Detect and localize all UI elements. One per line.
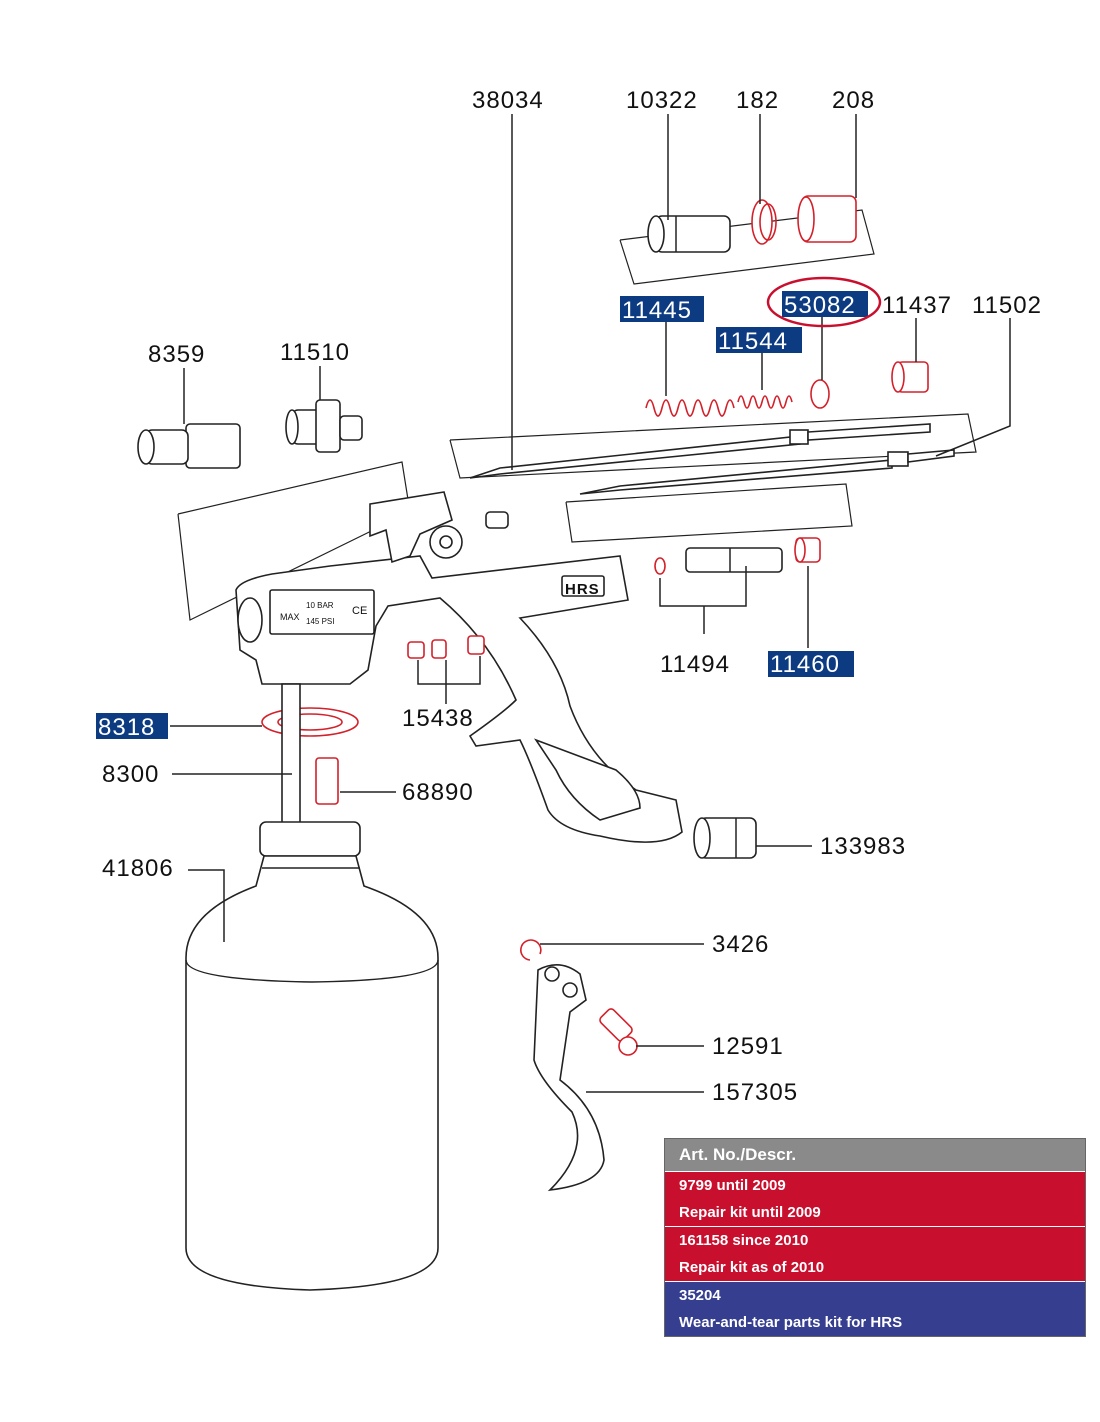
part-11494-set bbox=[654, 547, 783, 575]
label-11494: 11494 bbox=[660, 651, 730, 678]
circle-mark-53082 bbox=[766, 276, 882, 328]
part-12591-pin bbox=[599, 1008, 638, 1056]
label-11544: 11544 bbox=[718, 328, 788, 355]
part-11445-spring bbox=[645, 399, 735, 417]
label-182: 182 bbox=[736, 87, 779, 114]
kit-table: Art. No./Descr. 9799 until 2009 Repair k… bbox=[664, 1138, 1086, 1337]
kit-table-header: Art. No./Descr. bbox=[665, 1139, 1085, 1171]
kit-row-35204: 35204 Wear-and-tear parts kit for HRS bbox=[665, 1281, 1085, 1336]
hrs-badge bbox=[561, 575, 605, 597]
part-8318-seal bbox=[261, 707, 359, 737]
label-3426: 3426 bbox=[712, 931, 769, 958]
label-133983: 133983 bbox=[820, 833, 906, 860]
psi-mark: 145 PSI bbox=[306, 617, 334, 626]
part-68890-filter bbox=[315, 757, 339, 805]
bar-mark: 10 BAR bbox=[306, 601, 334, 610]
ce-mark: CE bbox=[352, 605, 367, 617]
part-10322 bbox=[647, 215, 731, 253]
label-157305: 157305 bbox=[712, 1079, 798, 1106]
highlight-11544 bbox=[716, 327, 802, 353]
kit-row-9799: 9799 until 2009 Repair kit until 2009 bbox=[665, 1171, 1085, 1226]
label-8300: 8300 bbox=[102, 761, 159, 788]
label-41806: 41806 bbox=[102, 855, 174, 882]
label-10322: 10322 bbox=[626, 87, 698, 114]
highlight-11460 bbox=[768, 651, 854, 677]
part-11544-spring bbox=[737, 395, 793, 409]
highlight-11445 bbox=[620, 296, 704, 322]
part-38034-needle bbox=[469, 423, 931, 479]
highlight-8318 bbox=[96, 713, 168, 739]
label-15438: 15438 bbox=[402, 705, 474, 732]
label-11437: 11437 bbox=[882, 292, 952, 319]
part-208-sleeve bbox=[797, 195, 857, 243]
label-12591: 12591 bbox=[712, 1033, 784, 1060]
part-8359-fitting bbox=[137, 423, 241, 469]
label-53082: 53082 bbox=[784, 292, 856, 319]
kit-row-number: 35204 bbox=[679, 1287, 721, 1304]
part-8300-tube bbox=[281, 683, 301, 839]
label-8359: 8359 bbox=[148, 341, 205, 368]
part-133983-nipple bbox=[693, 817, 757, 859]
gun-body bbox=[235, 491, 683, 843]
part-11510-fitting bbox=[285, 399, 363, 453]
brand-mark: HRS bbox=[565, 581, 600, 598]
part-182-ring bbox=[751, 199, 777, 245]
label-11502: 11502 bbox=[972, 292, 1042, 319]
part-53082-oring bbox=[810, 379, 830, 409]
kit-row-161158: 161158 since 2010 Repair kit as of 2010 bbox=[665, 1226, 1085, 1281]
label-68890: 68890 bbox=[402, 779, 474, 806]
kit-row-desc: Repair kit until 2009 bbox=[679, 1204, 821, 1221]
part-41806-cup bbox=[185, 821, 439, 1291]
pressure-plate bbox=[269, 589, 375, 635]
label-11445: 11445 bbox=[622, 297, 692, 324]
label-208: 208 bbox=[832, 87, 875, 114]
kit-row-number: 161158 since 2010 bbox=[679, 1232, 809, 1249]
label-38034: 38034 bbox=[472, 87, 544, 114]
highlight-53082 bbox=[782, 291, 868, 317]
label-11460: 11460 bbox=[770, 651, 840, 678]
part-15438-set bbox=[407, 635, 485, 659]
part-157305-trigger bbox=[533, 964, 605, 1192]
part-11460-bushing bbox=[794, 537, 821, 563]
kit-row-desc: Wear-and-tear parts kit for HRS bbox=[679, 1314, 903, 1331]
label-8318: 8318 bbox=[98, 714, 155, 741]
kit-row-number: 9799 until 2009 bbox=[679, 1177, 786, 1194]
label-11510: 11510 bbox=[280, 339, 350, 366]
part-3426-clip bbox=[520, 939, 542, 961]
part-11437-nut bbox=[891, 361, 929, 393]
max-mark: MAX bbox=[280, 612, 300, 622]
kit-row-desc: Repair kit as of 2010 bbox=[679, 1259, 825, 1276]
